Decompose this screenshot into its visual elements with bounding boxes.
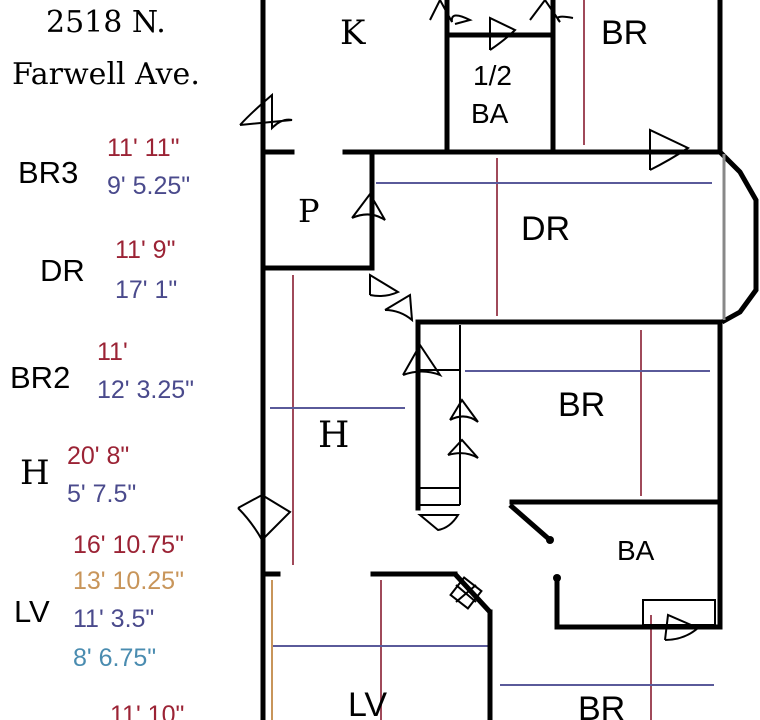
room-label-br-middle: BR — [558, 386, 606, 424]
room-label-br-top: BR — [601, 14, 649, 52]
address-line-2: Farwell Ave. — [12, 57, 200, 92]
room-label-halfbath-2: BA — [471, 98, 509, 129]
legend-br2-dim-1: 11' — [97, 338, 128, 366]
legend-br3-dim-1: 11' 11" — [107, 134, 180, 162]
closet — [420, 325, 461, 506]
guide-lines-red — [292, 0, 652, 720]
room-label-living: LV — [348, 686, 388, 720]
room-label-bath: BA — [617, 535, 655, 566]
legend-lv-dim-1: 16' 10.75" — [73, 531, 184, 559]
door-arrow-2 — [489, 16, 517, 51]
door-arrow-9 — [402, 343, 443, 378]
door-arrows — [237, 0, 700, 641]
room-label-kitchen: K — [340, 13, 366, 53]
legend-h-dim-2: 5' 7.5" — [67, 480, 137, 508]
door-arrow-4 — [239, 92, 293, 131]
address-line-1: 2518 N. — [46, 5, 166, 40]
legend-room-lv: LV — [14, 594, 50, 629]
legend-extra-dim-1: 11' 10" — [110, 701, 185, 720]
door-arrow-7 — [369, 273, 401, 297]
legend-lv-dim-2: 13' 10.25" — [73, 567, 184, 595]
door-hinge-2 — [553, 574, 561, 582]
legend-dr-dim-1: 11' 9" — [115, 236, 176, 264]
door-arrow-10 — [449, 398, 479, 423]
door-arrow-11 — [447, 438, 479, 459]
room-label-br-bottom: BR — [578, 690, 626, 720]
ba-fixture-box — [642, 599, 716, 626]
door-arrow-1 — [429, 0, 473, 25]
door-arrow-12 — [237, 493, 263, 544]
door-arrow-8 — [384, 293, 414, 323]
legend-room-dr: DR — [40, 253, 85, 288]
door-arrow-5 — [649, 128, 691, 171]
door-hinge-1 — [546, 536, 554, 544]
legend-h-dim-1: 20' 8" — [67, 442, 130, 470]
dr-bay-window — [718, 150, 759, 325]
legend-room-h: H — [20, 453, 50, 493]
room-label-halfbath-1: 1/2 — [473, 60, 512, 91]
room-label-hall: H — [318, 415, 350, 456]
door-arrow-13 — [261, 494, 292, 541]
legend-lv-dim-3: 11' 3.5" — [73, 605, 155, 633]
legend-room-br3: BR3 — [18, 155, 79, 190]
door-arrow-14 — [417, 514, 460, 532]
legend-lv-dim-4: 8' 6.75" — [73, 644, 157, 672]
legend-dr-dim-2: 17' 1" — [115, 276, 178, 304]
lv-angle-wall — [453, 572, 492, 614]
ba-angled-wall — [508, 503, 552, 542]
room-label-pantry: P — [298, 192, 320, 230]
legend-br3-dim-2: 9' 5.25" — [107, 172, 191, 200]
legend-br2-dim-2: 12' 3.25" — [97, 376, 195, 404]
walls — [260, 0, 723, 720]
door-arrow-15 — [664, 613, 700, 641]
guide-lines-blue — [270, 182, 714, 686]
lv-x-box — [449, 576, 483, 610]
door-arrow-6 — [351, 192, 386, 221]
legend-room-br2: BR2 — [10, 360, 71, 395]
room-label-dining: DR — [521, 210, 571, 248]
door-arrow-3 — [529, 0, 574, 23]
